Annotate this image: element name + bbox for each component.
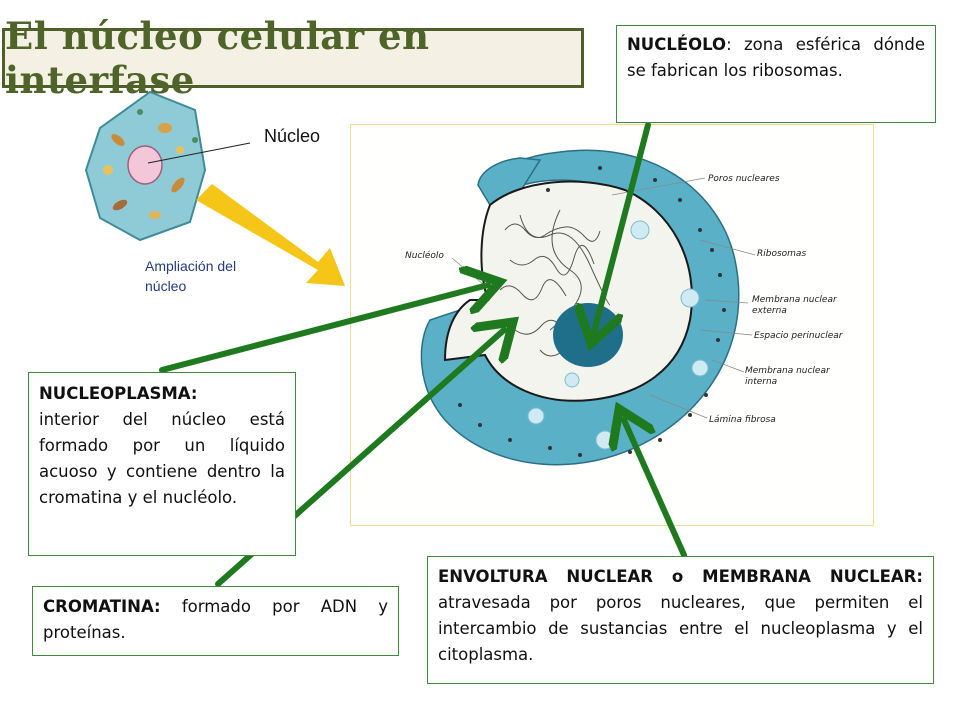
page-title: El núcleo celular en interfase <box>5 14 430 102</box>
enlargement-arrow <box>196 184 345 286</box>
cromatina-term: CROMATINA: <box>43 597 161 616</box>
arrow-nucleolo <box>594 122 651 332</box>
nucleolo-box: NUCLÉOLO: zona esférica dónde se fabrica… <box>616 25 936 123</box>
label-poros: Poros nucleares <box>708 174 780 184</box>
cell-icon <box>84 90 207 242</box>
nucleoplasma-text: interior del núcleo está formado por un … <box>39 410 285 507</box>
nucleolo-text: : zona esférica dónde se fabrican los ri… <box>627 35 925 80</box>
arrow-nucleoplasma <box>159 285 488 373</box>
nucleus-label: Núcleo <box>264 126 321 146</box>
label-ribosomas: Ribosomas <box>757 249 806 259</box>
envoltura-term: ENVOLTURA NUCLEAR o MEMBRANA NUCLEAR: <box>438 567 923 586</box>
label-nucleolo-diagram: Nucléolo <box>405 250 444 261</box>
label-membrana-externa-2: externa <box>752 306 787 316</box>
nucleolo-term: NUCLÉOLO <box>627 35 727 54</box>
title-box: El núcleo celular en interfase <box>2 14 584 102</box>
enlargement-label-line2: núcleo <box>145 278 187 294</box>
nucleoplasma-term: NUCLEOPLASMA: <box>39 384 198 403</box>
nucleoplasma-box: NUCLEOPLASMA: interior del núcleo está f… <box>28 372 296 556</box>
envoltura-box: ENVOLTURA NUCLEAR o MEMBRANA NUCLEAR: at… <box>427 556 934 684</box>
label-espacio: Espacio perinuclear <box>754 331 844 341</box>
cromatina-text: formado por ADN y proteínas. <box>43 597 388 642</box>
enlargement-label-line1: Ampliación del <box>145 258 237 274</box>
envoltura-text: atravesada por poros nucleares, que perm… <box>438 593 923 664</box>
label-lamina: Lámina fibrosa <box>709 415 776 425</box>
cromatina-box: CROMATINA: formado por ADN y proteínas. <box>32 586 399 656</box>
enlargement-label: Ampliación del núcleo <box>145 256 236 296</box>
nucleus-pointer-line <box>147 142 251 164</box>
arrow-envoltura <box>624 420 687 558</box>
label-membrana-interna-2: interna <box>745 377 777 387</box>
label-membrana-interna-1: Membrana nuclear <box>745 366 831 376</box>
nucleus-diagram: Poros nucleares Nucléolo Ribosomas Membr… <box>405 149 844 466</box>
label-membrana-externa-1: Membrana nuclear <box>752 295 838 305</box>
